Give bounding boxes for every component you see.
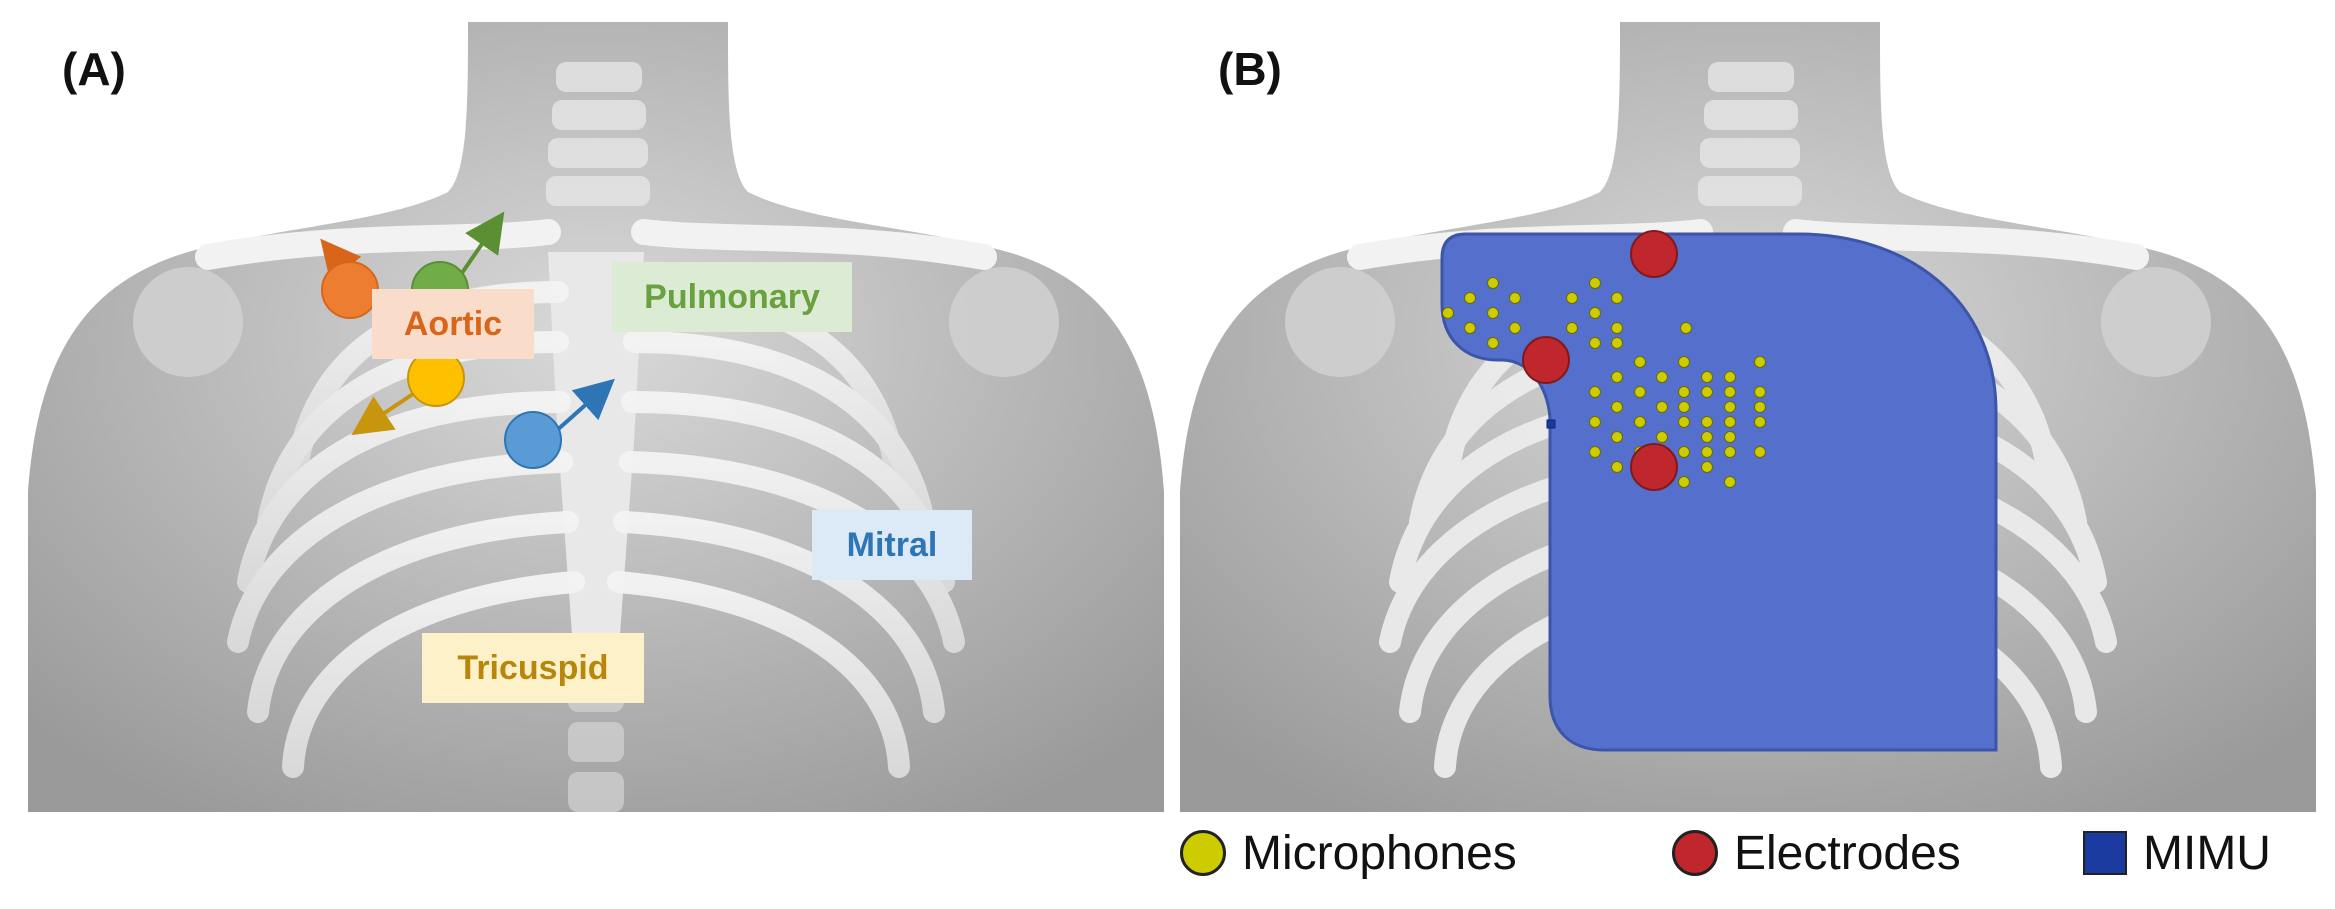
microphone-dot: [1634, 356, 1646, 368]
microphone-dot: [1611, 401, 1623, 413]
microphone-dot: [1611, 292, 1623, 304]
panel-a-svg: [28, 22, 1164, 812]
mimu-legend-icon: [2083, 831, 2127, 875]
shoulder-joints: [133, 267, 1059, 377]
microphone-dot: [1487, 337, 1499, 349]
electrode: [1630, 230, 1678, 278]
microphone-dot: [1611, 461, 1623, 473]
microphone-dot: [1724, 401, 1736, 413]
neck-vertebrae: [546, 62, 650, 206]
microphone-legend-icon: [1180, 830, 1226, 876]
microphone-dot: [1589, 277, 1601, 289]
microphone-dot: [1464, 292, 1476, 304]
microphone-dot: [1509, 292, 1521, 304]
microphone-dot: [1611, 337, 1623, 349]
aortic-valve-marker: [321, 261, 379, 319]
electrode-legend-icon: [1672, 830, 1718, 876]
microphone-dot: [1611, 371, 1623, 383]
mitral-label: Mitral: [812, 510, 972, 580]
microphone-dot: [1566, 292, 1578, 304]
electrodes: [1522, 230, 1678, 491]
microphone-dot: [1680, 322, 1692, 334]
microphone-dot: [1754, 356, 1766, 368]
shoulder-joints: [1285, 267, 2211, 377]
panel-b-chest-illustration: [1180, 22, 2316, 812]
electrode: [1630, 443, 1678, 491]
legend-label: Microphones: [1242, 826, 1517, 880]
microphone-dot: [1678, 401, 1690, 413]
microphone-dot: [1724, 386, 1736, 398]
microphone-dot: [1509, 322, 1521, 334]
microphone-dot: [1442, 307, 1454, 319]
microphone-dot: [1589, 307, 1601, 319]
sternum: [548, 252, 644, 662]
legend-label: MIMU: [2143, 826, 2271, 880]
microphone-dot: [1754, 416, 1766, 428]
microphone-dot: [1678, 416, 1690, 428]
microphone-dot: [1701, 371, 1713, 383]
neck-vertebrae: [1698, 62, 1802, 206]
microphone-dot: [1701, 431, 1713, 443]
microphone-dot: [1589, 446, 1601, 458]
pulmonary-label: Pulmonary: [612, 262, 852, 332]
microphone-dot: [1724, 476, 1736, 488]
clavicles: [195, 219, 997, 270]
panel-b-label: (B): [1218, 43, 1282, 95]
microphone-array: [1442, 277, 1766, 488]
microphone-dot: [1678, 356, 1690, 368]
rib-cage: [227, 281, 965, 778]
microphone-dot: [1566, 322, 1578, 334]
microphone-dot: [1656, 401, 1668, 413]
mimu-sensor: [1546, 419, 1556, 429]
microphone-dot: [1678, 386, 1690, 398]
microphone-dot: [1754, 401, 1766, 413]
microphone-dot: [1701, 446, 1713, 458]
microphone-dot: [1701, 461, 1713, 473]
microphone-dot: [1464, 322, 1476, 334]
microphone-dot: [1678, 446, 1690, 458]
microphone-dot: [1754, 386, 1766, 398]
panel-b-svg: [1180, 22, 2316, 812]
legend-microphones: Microphones: [1180, 818, 1517, 888]
microphone-dot: [1611, 322, 1623, 334]
microphone-dot: [1724, 371, 1736, 383]
panel-a-chest-illustration: [28, 22, 1164, 812]
microphone-dot: [1701, 416, 1713, 428]
tricuspid-label: Tricuspid: [422, 633, 644, 703]
legend-mimu: MIMU: [2083, 818, 2271, 888]
microphone-dot: [1487, 277, 1499, 289]
microphone-dot: [1634, 386, 1646, 398]
microphone-dot: [1656, 431, 1668, 443]
legend-electrodes: Electrodes: [1672, 818, 1961, 888]
microphone-dot: [1656, 371, 1668, 383]
microphone-dot: [1487, 307, 1499, 319]
mitral-valve-marker: [504, 411, 562, 469]
panel-a-label: (A): [62, 43, 126, 95]
microphone-dot: [1678, 476, 1690, 488]
microphone-dot: [1589, 416, 1601, 428]
microphone-dot: [1724, 416, 1736, 428]
microphone-dot: [1701, 386, 1713, 398]
microphone-dot: [1589, 386, 1601, 398]
aortic-label: Aortic: [372, 289, 534, 359]
microphone-dot: [1634, 416, 1646, 428]
electrode: [1522, 336, 1570, 384]
microphone-dot: [1611, 431, 1623, 443]
legend-label: Electrodes: [1734, 826, 1961, 880]
microphone-dot: [1754, 446, 1766, 458]
microphone-dot: [1724, 431, 1736, 443]
microphone-dot: [1724, 446, 1736, 458]
microphone-dot: [1589, 337, 1601, 349]
